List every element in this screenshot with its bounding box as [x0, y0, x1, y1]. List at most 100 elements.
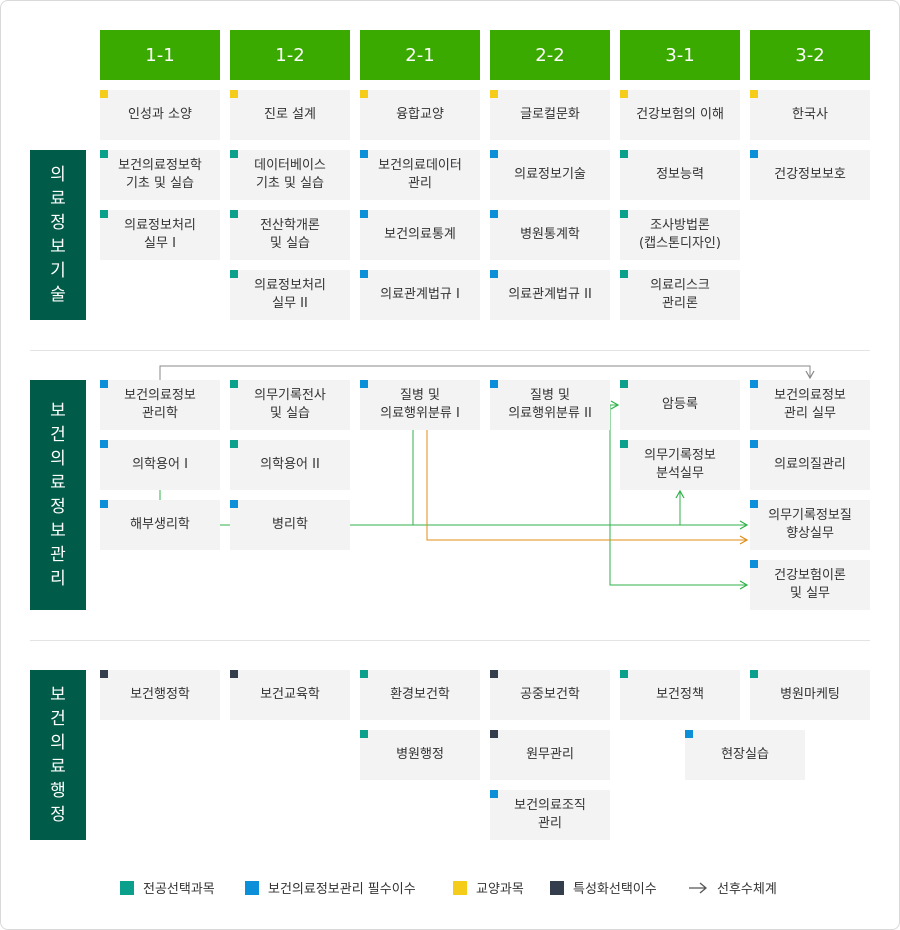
course-type-marker	[750, 380, 758, 388]
course-name: 현장실습	[721, 747, 769, 762]
course-name: 의료관계법규 I	[380, 287, 460, 302]
course-name: 의료리스크 관리론	[650, 278, 710, 311]
course-card: 의료관계법규 I	[360, 270, 480, 320]
course-card: 의료리스크 관리론	[620, 270, 740, 320]
section-divider	[30, 640, 870, 641]
course-type-marker	[620, 210, 628, 218]
course-card: 환경보건학	[360, 670, 480, 720]
semester-header-1-1: 1-1	[100, 30, 220, 80]
course-type-marker	[360, 150, 368, 158]
course-name: 병원통계학	[520, 227, 580, 242]
course-name: 공중보건학	[520, 687, 580, 702]
course-type-marker	[230, 270, 238, 278]
course-card: 건강보험의 이해	[620, 90, 740, 140]
course-card: 병원마케팅	[750, 670, 870, 720]
course-card: 글로컬문화	[490, 90, 610, 140]
course-name: 의료정보기술	[514, 167, 586, 182]
course-type-marker	[230, 90, 238, 98]
course-type-marker	[230, 670, 238, 678]
course-type-marker	[490, 270, 498, 278]
course-type-marker	[100, 380, 108, 388]
semester-header-2-1: 2-1	[360, 30, 480, 80]
course-type-marker	[100, 90, 108, 98]
course-name: 진로 설계	[264, 107, 316, 122]
course-type-marker	[360, 270, 368, 278]
course-type-marker	[100, 440, 108, 448]
course-name: 보건정책	[656, 687, 704, 702]
legend-major-elective: 전공선택과목	[120, 878, 215, 897]
course-name: 건강정보보호	[774, 167, 846, 182]
course-type-marker	[490, 790, 498, 798]
course-name: 의료정보처리 실무 I	[124, 218, 196, 251]
course-type-marker	[490, 380, 498, 388]
course-type-marker	[620, 380, 628, 388]
course-type-marker	[230, 210, 238, 218]
arrow-classification-i-to-quality-orange	[426, 430, 749, 545]
course-type-marker	[360, 730, 368, 738]
course-name: 의료관계법규 II	[508, 287, 592, 302]
course-name: 병원행정	[396, 747, 444, 762]
course-card: 보건의료정보 관리 실무	[750, 380, 870, 430]
course-card: 인성과 소양	[100, 90, 220, 140]
course-card: 질병 및 의료행위분류 II	[490, 380, 610, 430]
course-type-marker	[100, 210, 108, 218]
course-name: 인성과 소양	[128, 107, 192, 122]
course-card: 진로 설계	[230, 90, 350, 140]
course-card: 의료정보처리 실무 II	[230, 270, 350, 320]
course-card: 의료의질관리	[750, 440, 870, 490]
course-name: 글로컬문화	[520, 107, 580, 122]
course-card: 의무기록전사 및 실습	[230, 380, 350, 430]
section-divider	[30, 350, 870, 351]
course-card: 보건의료통계	[360, 210, 480, 260]
course-card: 보건교육학	[230, 670, 350, 720]
course-card: 데이터베이스 기초 및 실습	[230, 150, 350, 200]
course-card: 현장실습	[685, 730, 805, 780]
course-type-marker	[750, 440, 758, 448]
course-type-marker	[490, 670, 498, 678]
legend-swatch	[245, 880, 259, 895]
arrow-icon	[689, 882, 708, 893]
course-card: 암등록	[620, 380, 740, 430]
course-type-marker	[620, 270, 628, 278]
arrow-classification-ii-to-insurance	[609, 405, 749, 590]
course-type-marker	[490, 210, 498, 218]
course-card: 보건의료데이터 관리	[360, 150, 480, 200]
course-name: 보건의료데이터 관리	[378, 158, 462, 191]
course-card: 의료정보기술	[490, 150, 610, 200]
course-name: 의료의질관리	[774, 457, 846, 472]
course-name: 보건의료정보 관리 실무	[774, 388, 846, 421]
course-card: 융합교양	[360, 90, 480, 140]
course-name: 병리학	[272, 517, 308, 532]
course-card: 질병 및 의료행위분류 I	[360, 380, 480, 430]
course-type-marker	[230, 380, 238, 388]
course-type-marker	[750, 90, 758, 98]
course-card: 병원통계학	[490, 210, 610, 260]
course-card: 보건의료정보 관리학	[100, 380, 220, 430]
course-name: 의무기록정보질 향상실무	[768, 508, 852, 541]
course-card: 의료정보처리 실무 I	[100, 210, 220, 260]
course-card: 병리학	[230, 500, 350, 550]
course-type-marker	[230, 500, 238, 508]
course-type-marker	[360, 380, 368, 388]
legend-liberal: 교양과목	[453, 878, 524, 897]
course-name: 의무기록전사 및 실습	[254, 388, 326, 421]
arrow-mgmt-to-practice	[159, 365, 815, 380]
semester-header-1-2: 1-2	[230, 30, 350, 80]
course-name: 병원마케팅	[780, 687, 840, 702]
course-type-marker	[490, 150, 498, 158]
course-name: 질병 및 의료행위분류 I	[380, 388, 460, 421]
course-type-marker	[750, 500, 758, 508]
course-name: 데이터베이스 기초 및 실습	[254, 158, 326, 191]
semester-header-3-2: 3-2	[750, 30, 870, 80]
semester-header-2-2: 2-2	[490, 30, 610, 80]
course-type-marker	[620, 440, 628, 448]
course-name: 한국사	[792, 107, 828, 122]
course-card: 의무기록정보질 향상실무	[750, 500, 870, 550]
course-type-marker	[750, 560, 758, 568]
course-card: 해부생리학	[100, 500, 220, 550]
course-card: 건강보험이론 및 실무	[750, 560, 870, 610]
course-card: 한국사	[750, 90, 870, 140]
course-card: 조사방법론 (캡스톤디자인)	[620, 210, 740, 260]
